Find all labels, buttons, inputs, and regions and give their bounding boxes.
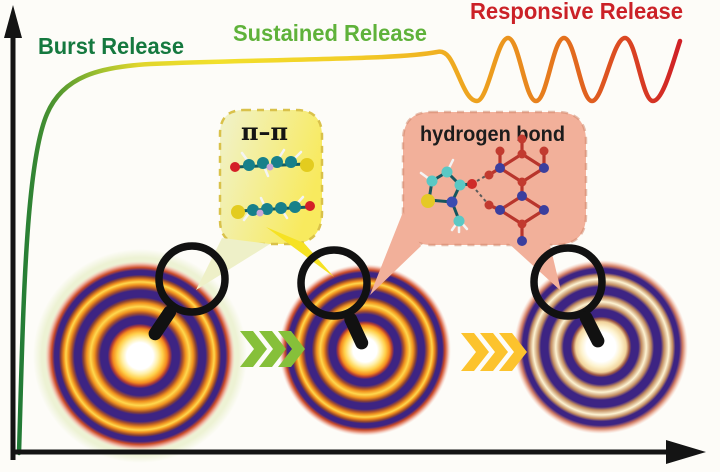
hydrogen-bond-label: hydrogen bond <box>420 123 565 146</box>
sustained-release-label: Sustained Release <box>233 20 427 46</box>
fiber-disk-1 <box>33 249 247 463</box>
isothiazolinone-molecule <box>419 158 477 234</box>
hydrogen-bond-tail-left <box>370 212 421 295</box>
disk1-rings <box>45 261 235 451</box>
stacked-molecule-top <box>230 148 314 178</box>
magnifier-icon-3 <box>530 244 606 348</box>
burst-release-label: Burst Release <box>38 33 184 59</box>
fiber-disk-3 <box>514 260 688 434</box>
y-axis <box>4 5 22 460</box>
x-axis <box>11 440 706 464</box>
responsive-release-label: Responsive Release <box>470 0 683 24</box>
polymer-lattice-molecule <box>484 134 549 246</box>
magnifier-icon-1 <box>148 242 229 341</box>
hydrogen-bond-dashes <box>475 173 490 205</box>
disk2-rings <box>279 264 451 436</box>
stage2-chevron-arrows-icon <box>461 333 527 371</box>
disk3-rings <box>514 260 688 434</box>
stage1-chevron-arrows-icon <box>240 331 305 367</box>
magnifier-icon-2 <box>297 246 371 350</box>
hydrogen-bond-callout: hydrogen bond <box>370 110 588 295</box>
fiber-disk-2 <box>279 264 451 436</box>
stacked-molecule-bottom <box>231 195 315 222</box>
pi-pi-label: π–π <box>241 117 288 146</box>
release-curve <box>16 35 683 456</box>
pi-pi-tail-left <box>196 238 270 290</box>
x-axis-arrowhead-icon <box>666 440 706 464</box>
pi-pi-callout: π–π <box>196 108 334 290</box>
pi-pi-tail-right <box>266 227 334 277</box>
y-axis-arrowhead-icon <box>4 5 22 38</box>
